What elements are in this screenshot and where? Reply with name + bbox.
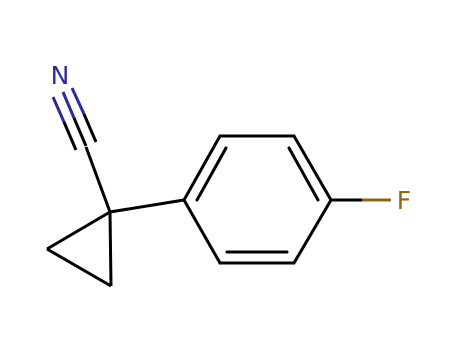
atom-label-n: N xyxy=(51,61,70,90)
nitrile-triple-bond xyxy=(51,87,98,151)
triple-bond-line-3-upper xyxy=(51,96,66,123)
ring-bond-4 xyxy=(292,198,333,265)
cyclopropane-ring xyxy=(46,210,113,288)
triple-bond-line-2-upper xyxy=(70,87,86,115)
triple-bond-line-2-lower xyxy=(82,113,98,143)
ring-double-bond-inner-1 xyxy=(195,146,228,202)
cyclopropane-bond-2 xyxy=(46,247,112,288)
atom-label-f: F xyxy=(397,186,411,215)
cyclopropane-bond-3 xyxy=(108,211,113,287)
ring-double-bond-inner-2 xyxy=(287,146,320,202)
triple-bond-line-1-lower xyxy=(72,117,88,147)
triple-bond-line-1-upper xyxy=(61,91,76,119)
ring-bond-6 xyxy=(182,198,222,265)
bond-cq-cn xyxy=(84,146,112,213)
triple-bond-line-3-lower xyxy=(62,121,78,151)
bond-cq-phenyl xyxy=(109,198,185,214)
cyclopropane-bond-1 xyxy=(46,210,111,251)
benzene-ring xyxy=(182,134,333,265)
ring-bond-3 xyxy=(292,134,333,202)
ring-bond-1 xyxy=(182,134,222,202)
